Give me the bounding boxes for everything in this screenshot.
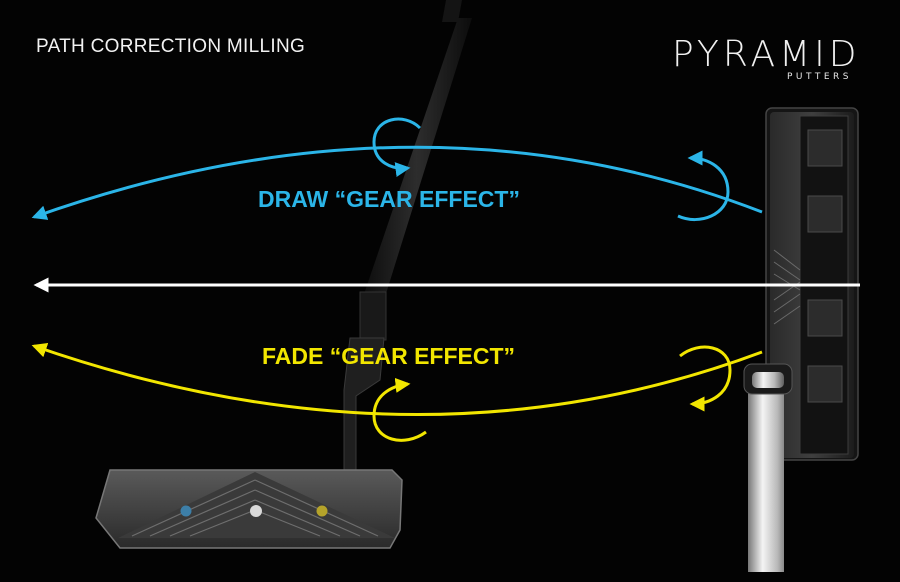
- brand-tagline: PUTTERS: [786, 72, 852, 82]
- diagram-title: PATH CORRECTION MILLING: [36, 36, 306, 57]
- putter-head: [95, 469, 403, 549]
- white-dot: [250, 505, 262, 517]
- fade-path-arrow: [31, 343, 763, 416]
- brand-logo: PYRAMID PUTTERS: [672, 34, 861, 83]
- fade-spin-arrow-left: [372, 377, 427, 442]
- chrome-shaft: [743, 363, 793, 572]
- putter-hosel: [343, 291, 387, 471]
- milling-lines: [131, 479, 379, 537]
- face-milling: [773, 249, 801, 325]
- draw-spin-arrow-left: [372, 117, 422, 177]
- draw-gear-effect-label: DRAW “GEAR EFFECT”: [258, 186, 520, 212]
- brand-name: PYRAMID: [672, 34, 861, 75]
- fade-spin-arrow-right: [679, 345, 732, 412]
- blue-dot: [180, 505, 192, 517]
- putter-shaft: [362, 0, 472, 300]
- draw-spin-arrow-right: [677, 150, 730, 222]
- yellow-dot: [316, 505, 328, 517]
- draw-path-arrow: [31, 145, 763, 220]
- fade-gear-effect-label: FADE “GEAR EFFECT”: [262, 343, 516, 369]
